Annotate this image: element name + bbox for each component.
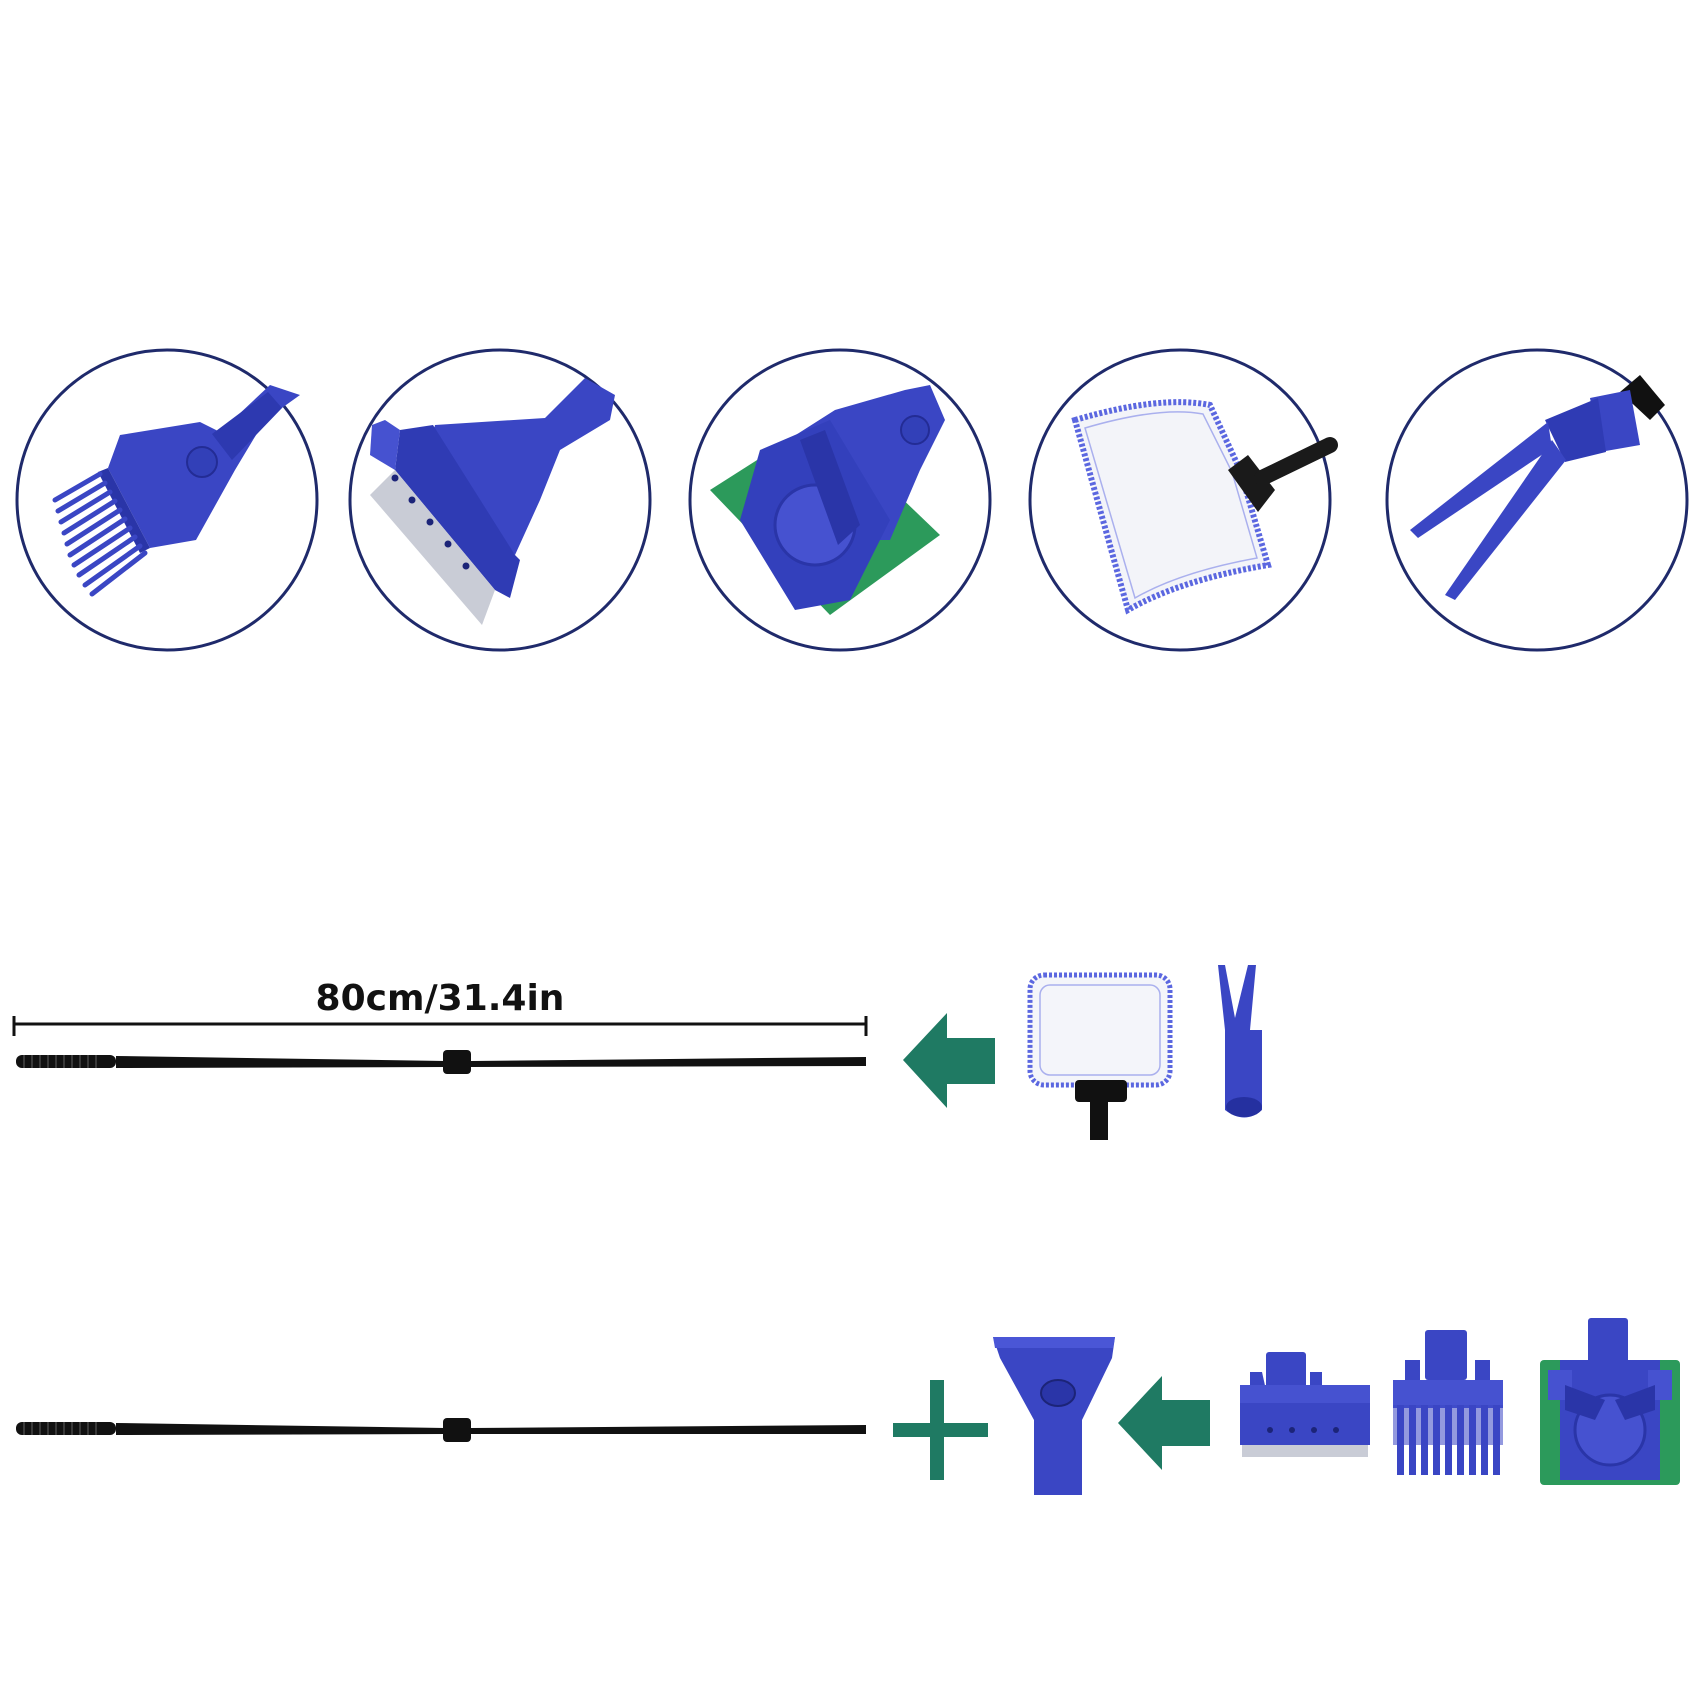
sponge-head-icon [1540, 1318, 1680, 1485]
sponge-icon [710, 385, 945, 615]
sponge-brush-detail [688, 348, 992, 652]
net-icon [1071, 399, 1338, 615]
fork-head-icon [1218, 965, 1262, 1118]
arrow-left-icon-2 [1118, 1376, 1210, 1470]
fork-icon [1410, 375, 1665, 600]
scraper-blade-detail [348, 348, 652, 652]
fish-net-detail [1028, 348, 1338, 652]
pole-assembly-row-1: 80cm/31.4in [12, 965, 1262, 1140]
adapter-head-icon [993, 1337, 1115, 1495]
plant-fork-detail [1385, 348, 1689, 652]
plus-icon [893, 1380, 988, 1480]
length-label: 80cm/31.4in [316, 978, 565, 1019]
rake-head-icon [1393, 1330, 1503, 1475]
telescopic-pole-2 [16, 1418, 866, 1442]
scraper-head-icon [1240, 1352, 1370, 1457]
telescopic-pole-1 [16, 1050, 866, 1074]
scraper-icon [370, 378, 615, 625]
rake-icon [52, 385, 300, 597]
gravel-rake-detail [15, 348, 319, 652]
detail-circles-row [15, 348, 1689, 652]
arrow-left-icon [903, 1013, 995, 1108]
net-head-icon [1027, 972, 1173, 1140]
pole-assembly-row-2 [16, 1318, 1680, 1495]
dimension-line [12, 1016, 868, 1036]
